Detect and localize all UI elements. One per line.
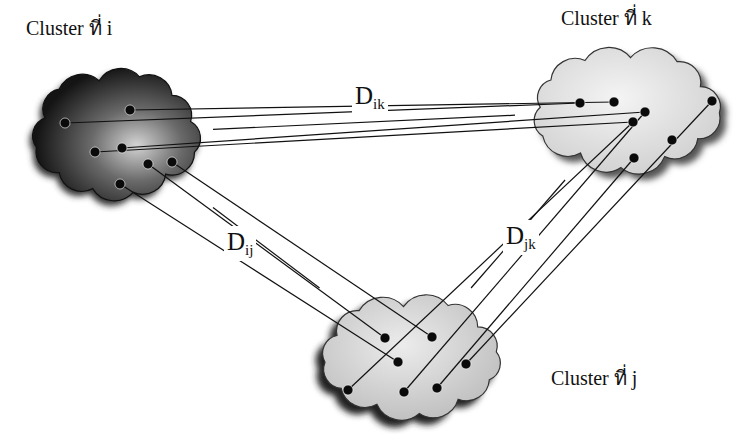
data-point — [628, 117, 638, 127]
cluster-heading: Cluster ที่ i — [26, 16, 112, 40]
cloud-shape — [515, 40, 737, 180]
distance-label: Dik — [352, 80, 388, 115]
data-point — [393, 357, 403, 367]
data-point — [707, 96, 717, 106]
data-point — [667, 135, 677, 145]
distance-connector — [471, 180, 565, 288]
data-point — [343, 385, 353, 395]
cluster-cloud: Cluster ที่ k — [515, 40, 737, 180]
data-point — [115, 179, 125, 189]
data-point — [461, 359, 471, 369]
cloud-body — [323, 295, 501, 420]
distance-label-holder: Djk — [503, 220, 539, 255]
cluster-cloud: Cluster ที่ i — [18, 60, 213, 208]
data-point — [380, 333, 390, 343]
cluster-heading: Cluster ที่ k — [561, 6, 652, 30]
pair-line — [437, 158, 634, 388]
distance-label: Djk — [503, 220, 539, 255]
data-point — [167, 157, 177, 167]
data-point — [125, 105, 135, 115]
data-point — [117, 143, 127, 153]
data-point — [432, 383, 442, 393]
data-point — [90, 147, 100, 157]
data-point — [575, 98, 585, 108]
distance-label-holder: Dik — [352, 80, 388, 115]
cloud-shape — [305, 288, 517, 426]
data-point — [60, 118, 70, 128]
pair-line — [120, 184, 398, 362]
data-point — [399, 387, 409, 397]
pair-line — [172, 162, 432, 337]
cluster-heading: Cluster ที่ j — [551, 366, 637, 390]
distance-label: Dij — [224, 226, 256, 261]
cloud-body — [534, 47, 720, 174]
data-point — [143, 159, 153, 169]
distance-connector — [213, 208, 320, 288]
cluster-cloud: Cluster ที่ j — [305, 288, 517, 426]
data-point — [609, 97, 619, 107]
cloud-body — [33, 68, 201, 200]
distance-connector — [213, 115, 515, 129]
pair-line — [404, 112, 645, 392]
connector-layer — [213, 115, 565, 288]
data-point — [629, 153, 639, 163]
distance-label-holder: Dij — [224, 226, 256, 261]
pair-line — [148, 164, 385, 338]
data-point — [427, 332, 437, 342]
cloud-shape — [18, 60, 213, 208]
data-point — [640, 107, 650, 117]
